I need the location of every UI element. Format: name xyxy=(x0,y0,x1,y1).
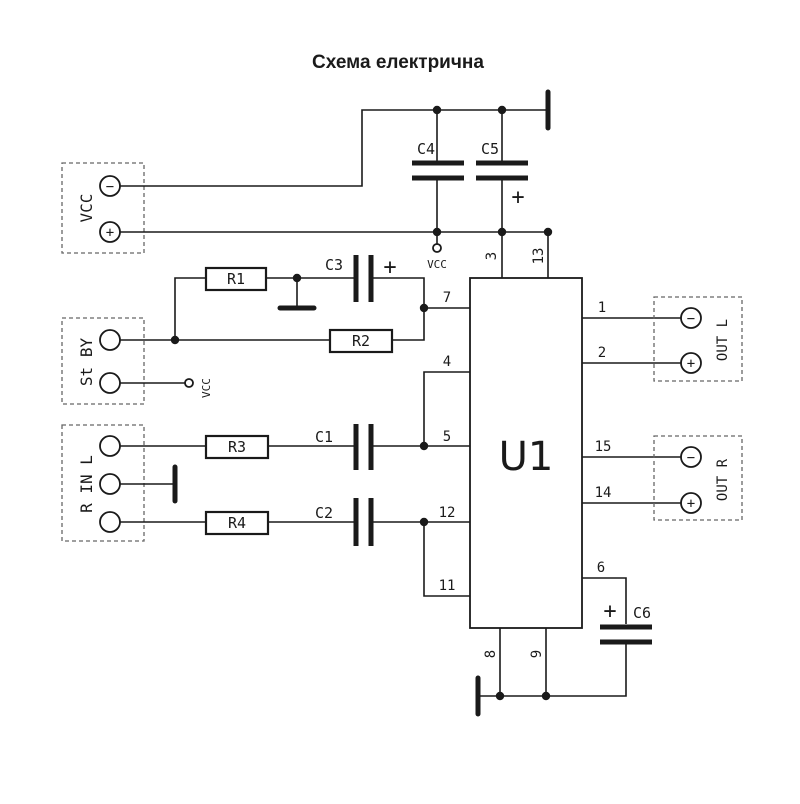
ic-u1-body xyxy=(469,277,583,629)
vcc-minus-wire xyxy=(120,109,548,187)
vcc-test-point xyxy=(432,243,442,253)
out-r-plus-terminal[interactable] xyxy=(680,492,702,514)
pin-6-label: 6 xyxy=(597,560,605,576)
stby-terminal-2[interactable] xyxy=(99,372,121,394)
out-r-connector-frame xyxy=(653,435,743,521)
out-r-label: OUT R xyxy=(715,458,731,501)
pin6-wire xyxy=(582,577,627,624)
minus-sign: − xyxy=(106,179,114,195)
resistor-r3[interactable] xyxy=(204,434,270,460)
vcc-node-label: VCC xyxy=(427,258,447,271)
pin-14-label: 14 xyxy=(595,485,612,501)
pin-4-label: 4 xyxy=(443,354,451,370)
c1-label: C1 xyxy=(315,428,333,446)
pin-11-label: 11 xyxy=(439,578,456,594)
c5-label: C5 xyxy=(481,140,499,158)
pin-5-label: 5 xyxy=(443,429,451,445)
minus-sign: − xyxy=(687,311,695,327)
out-r-minus-terminal[interactable] xyxy=(680,446,702,468)
plus-sign: + xyxy=(106,225,114,241)
stby-terminal-1[interactable] xyxy=(99,329,121,351)
vcc-connector-label: VCC xyxy=(77,194,96,223)
stby-connector-label: St BY xyxy=(77,338,96,387)
pin-12-label: 12 xyxy=(439,505,456,521)
input-ground-terminal[interactable] xyxy=(99,473,121,495)
pin-2-label: 2 xyxy=(598,345,606,361)
c6-polarity-plus: + xyxy=(603,599,616,624)
pin-9-label: 9 xyxy=(529,650,545,658)
pin11-wire xyxy=(423,522,470,597)
junction-dot xyxy=(495,691,505,701)
c3-label: C3 xyxy=(325,256,343,274)
pin4-wire xyxy=(423,371,470,446)
c3-polarity-plus: + xyxy=(383,255,396,280)
c5-polarity-plus: + xyxy=(511,185,524,210)
pin-7-label: 7 xyxy=(443,290,451,306)
stby-vcc-label: VCC xyxy=(200,378,213,398)
ic-u1-label: U1 xyxy=(499,434,554,480)
out-l-label: OUT L xyxy=(715,319,731,361)
c2-label: C2 xyxy=(315,504,333,522)
out-l-plus-terminal[interactable] xyxy=(680,352,702,374)
plus-sign: + xyxy=(687,356,695,372)
input-right-terminal[interactable] xyxy=(99,511,121,533)
out-l-connector-frame xyxy=(653,296,743,382)
r2-label: R2 xyxy=(352,332,370,350)
pin-15-label: 15 xyxy=(595,439,612,455)
pin-1-label: 1 xyxy=(598,300,606,316)
resistor-r4[interactable] xyxy=(204,510,270,536)
minus-sign: − xyxy=(687,450,695,466)
pin-8-label: 8 xyxy=(483,650,499,658)
c3-out-wire xyxy=(373,277,425,308)
r2-out-wire xyxy=(392,308,425,341)
junction-dot xyxy=(541,691,551,701)
input-left-terminal[interactable] xyxy=(99,435,121,457)
pin-13-label: 13 xyxy=(531,248,547,265)
pin-3-label: 3 xyxy=(484,252,500,260)
junction-dot xyxy=(419,441,429,451)
schematic-title: Схема електрична xyxy=(312,52,484,73)
out-l-minus-terminal[interactable] xyxy=(680,307,702,329)
stby-vcc-point xyxy=(184,378,194,388)
vcc-connector-frame xyxy=(61,162,145,254)
input-connector-label: R IN L xyxy=(77,455,96,513)
input-connector-frame xyxy=(61,424,145,542)
resistor-r1[interactable] xyxy=(204,266,268,292)
r4-label: R4 xyxy=(228,514,246,532)
r3-label: R3 xyxy=(228,438,246,456)
c4-label: C4 xyxy=(417,140,435,158)
c6-ground-wire xyxy=(546,644,627,697)
r1-feed-wire xyxy=(174,277,206,340)
junction-dot xyxy=(419,517,429,527)
c6-label: C6 xyxy=(633,604,651,622)
plus-sign: + xyxy=(687,496,695,512)
r1-label: R1 xyxy=(227,270,245,288)
resistor-r2[interactable] xyxy=(328,328,394,354)
